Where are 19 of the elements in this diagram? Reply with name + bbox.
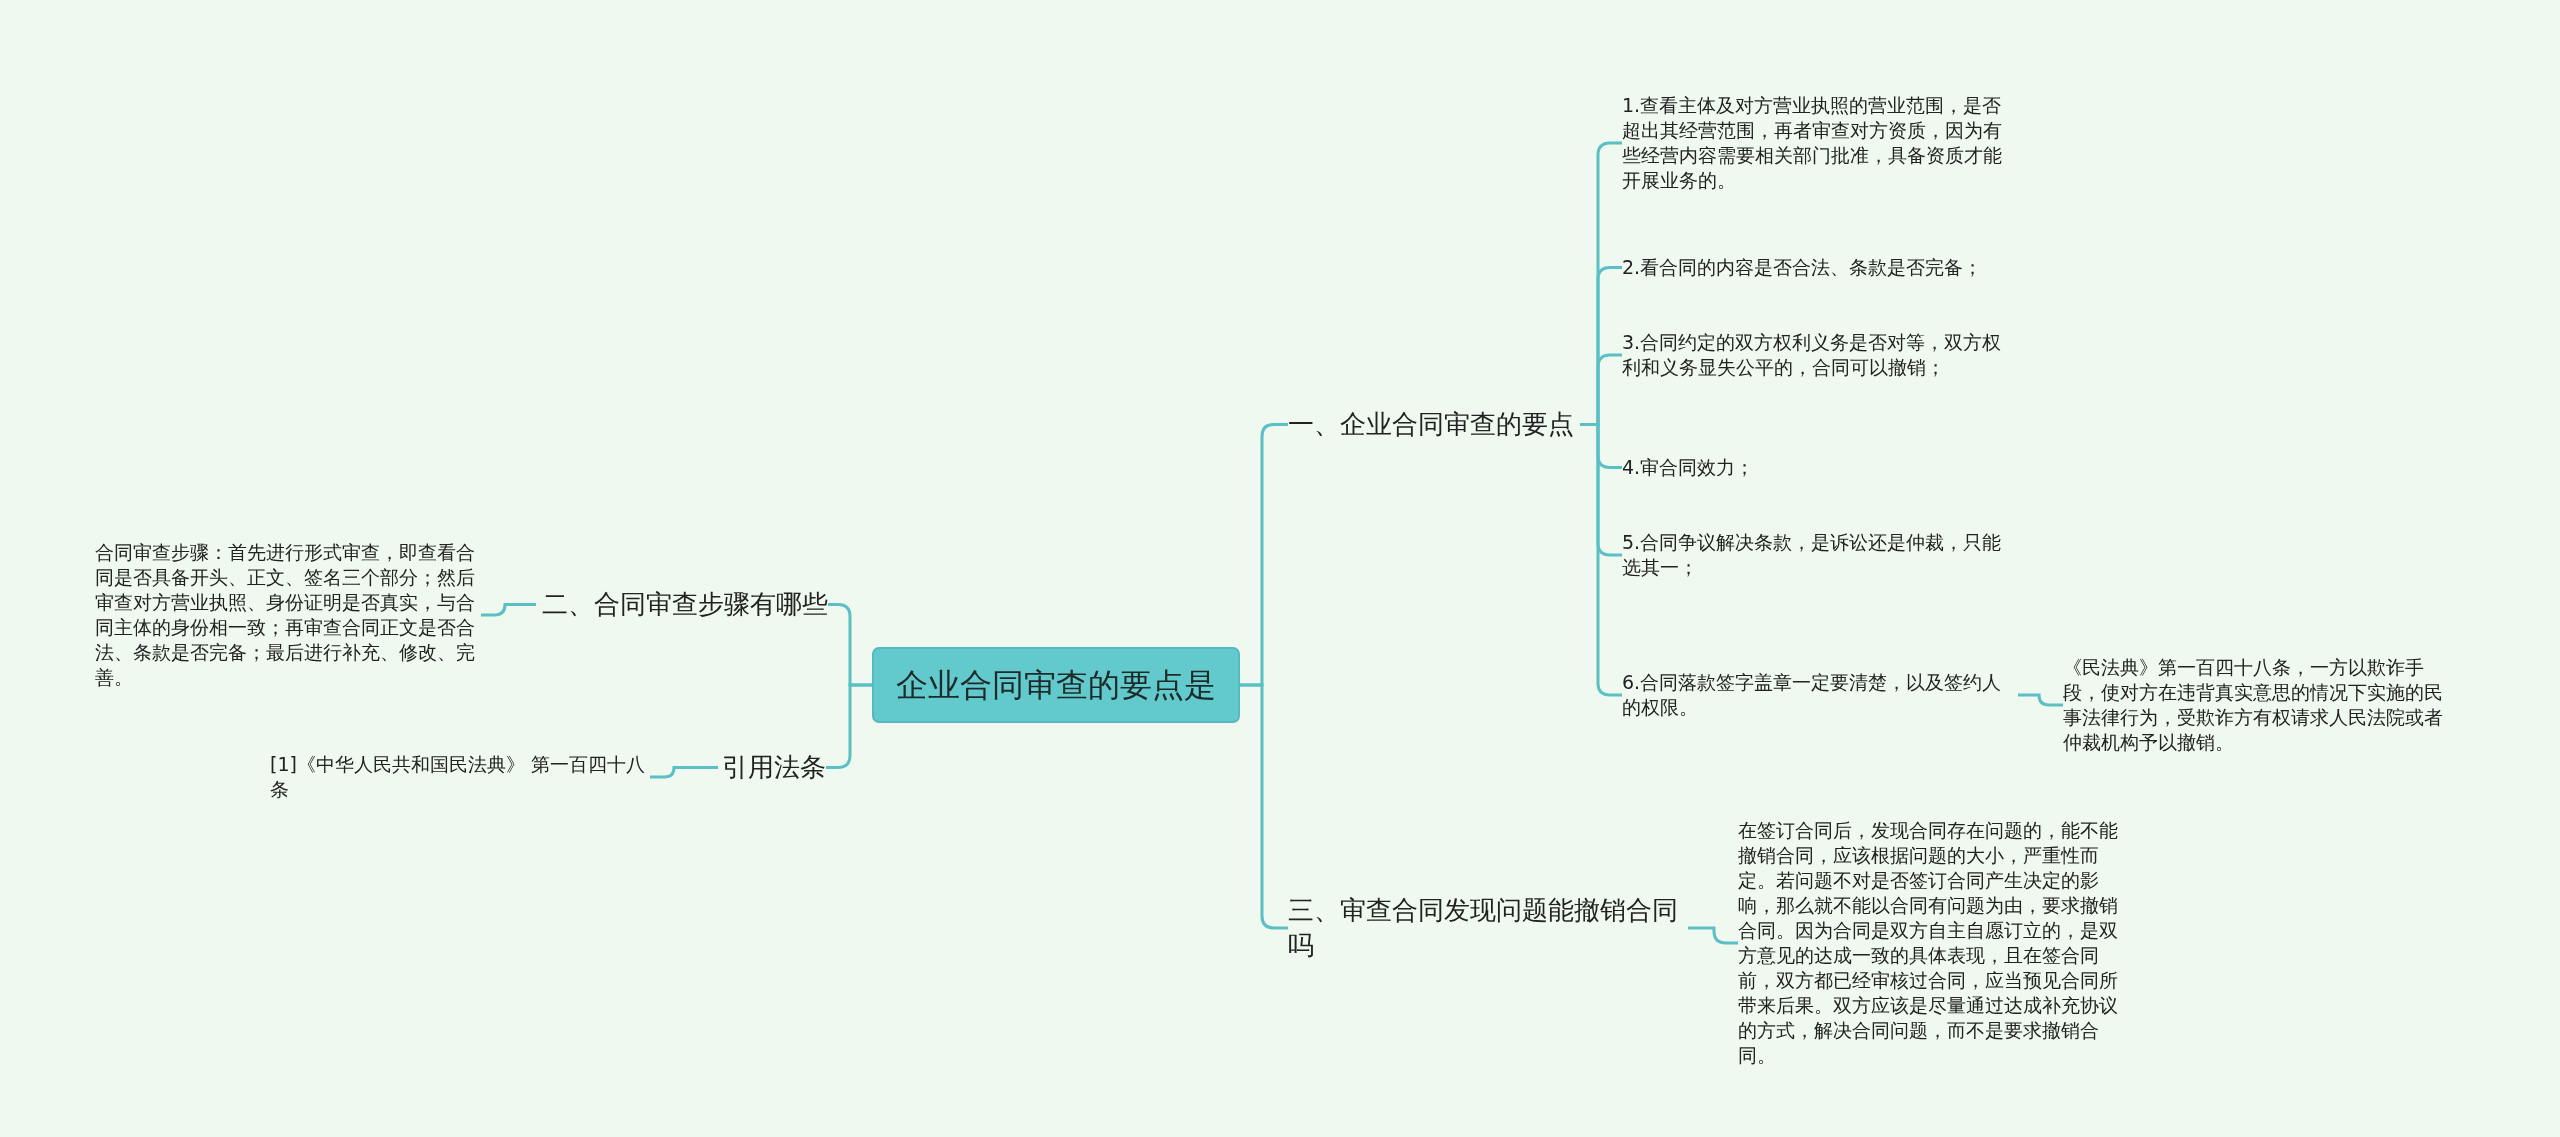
connector-line [481,603,536,617]
connector-line [650,766,718,779]
topic-text: 在签订合同后，发现合同存在问题的，能不能撤销合同，应该根据问题的大小，严重性而定。若问题不对是否签订合同产生决定的影响，那么就不能以合同有问题为由，要求撤销合同。因为合同是双方自主自愿订立的，是双方意见的达成一致的具体表现，且在签合同前，双方都已经审核过合同，应当预见合同所带来后果。双方应该是尽量通过达成补充协议的方式，解决合同问题，而不是要求撤销合同。 [1738,818,2124,1068]
topic-text: 1.查看主体及对方营业执照的营业范围，是否超出其经营范围，再者审查对方资质，因为有些经营内容需要相关部门批准，具备资质才能开展业务的。 [1622,93,2018,193]
topic-text: 3.合同约定的双方权利义务是否对等，双方权利和义务显失公平的，合同可以撤销； [1622,330,2018,380]
central-topic-box: 企业合同审查的要点是 [872,647,1240,723]
topic-text: [1]《中华人民共和国民法典》 第一百四十八条 [270,752,650,802]
branch-topic: 三、审查合同发现问题能撤销合同吗 [1288,893,1688,963]
branch-topic: 二、合同审查步骤有哪些 [536,587,828,622]
topic-text: 合同审查步骤：首先进行形式审查，即查看合同是否具备开头、正文、签名三个部分；然后审查对方营业执照、身份证明是否真实，与合同主体的身份相一致；再审查合同正文是否合法、条款是否完备；最后进行补充、修改、完善。 [95,540,481,690]
topic-text: 《民法典》第一百四十八条，一方以欺诈手段，使对方在违背真实意思的情况下实施的民事法律行为，受欺诈方有权请求人民法院或者仲裁机构予以撤销。 [2063,655,2449,755]
connector-line [2018,693,2063,707]
topic-text: 6.合同落款签字盖章一定要清楚，以及签约人的权限。 [1622,670,2018,720]
connector-line [1688,926,1738,945]
branch-topic: 引用法条 [718,750,826,785]
branch-topic: 一、企业合同审查的要点 [1288,407,1580,442]
topic-text: 2.看合同的内容是否合法、条款是否完备； [1622,255,2018,280]
topic-text: 5.合同争议解决条款，是诉讼还是仲裁，只能选其一； [1622,530,2018,580]
topic-text: 4.审合同效力； [1622,455,2018,480]
